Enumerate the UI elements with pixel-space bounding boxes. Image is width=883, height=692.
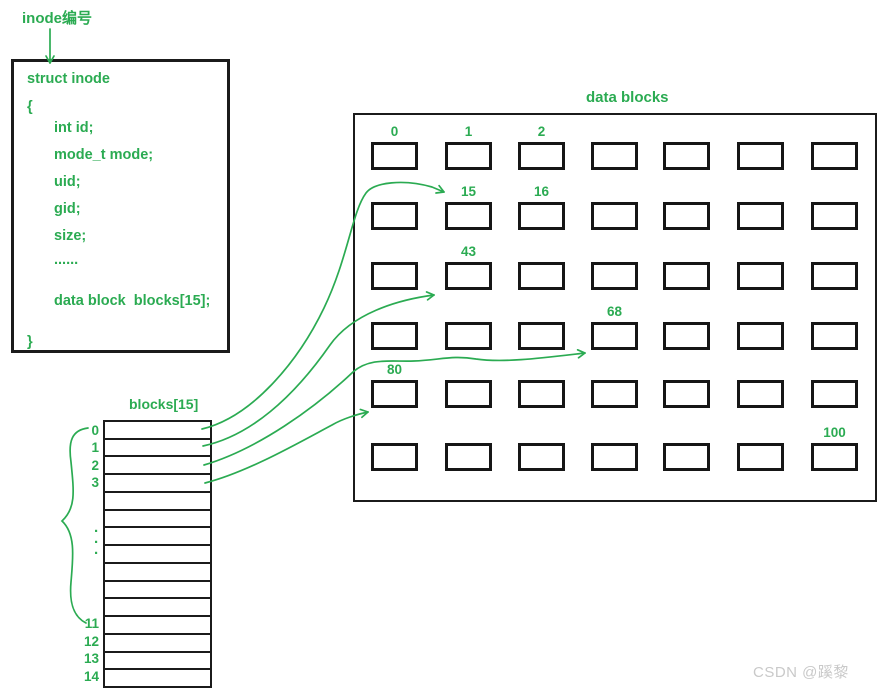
- data-block-r5c6: [811, 443, 858, 471]
- data-block-r5c3: [591, 443, 638, 471]
- struct-line-header: struct inode: [27, 71, 110, 87]
- blocks-array-cell-3: [105, 475, 210, 493]
- blocks-array-cell-11: [105, 617, 210, 635]
- blocks-array-cell-4: [105, 492, 210, 511]
- data-block-r5c5: [737, 443, 784, 471]
- data-block-r4c6: [811, 380, 858, 408]
- blocks-array-cell-12: [105, 634, 210, 653]
- struct-line-close-brace: }: [27, 334, 33, 350]
- data-block-r0c5: [737, 142, 784, 170]
- data-block-r3c5: [737, 322, 784, 350]
- blocks-array-index-0: 0: [91, 422, 99, 438]
- arrow-blocks3-to-block80: [204, 408, 369, 484]
- inode-number-label: inode编号: [22, 10, 92, 27]
- data-block-number-43: 43: [460, 244, 477, 259]
- data-block-r4c3: [591, 380, 638, 408]
- data-block-r5c4: [663, 443, 710, 471]
- struct-line-id: int id;: [54, 120, 94, 136]
- struct-line-mode: mode_t mode;: [54, 147, 154, 163]
- data-block-r3c1: [445, 322, 492, 350]
- data-block-number-15: 15: [460, 184, 477, 199]
- data-block-number-68: 68: [606, 304, 623, 319]
- data-block-r1c0: [371, 202, 418, 230]
- data-block-r3c0: [371, 322, 418, 350]
- data-block-r0c4: [663, 142, 710, 170]
- data-block-r3c2: [518, 322, 565, 350]
- ellipsis-dot: ·: [94, 523, 99, 540]
- blocks-array-cell-7: [105, 546, 210, 564]
- blocks-array-cell-14: [105, 670, 210, 687]
- blocks-array-title: blocks[15]: [129, 396, 199, 412]
- blocks-array-index-14: 14: [83, 668, 99, 684]
- data-block-r1c2: [518, 202, 565, 230]
- data-block-r4c1: [445, 380, 492, 408]
- ellipsis-dot: ·: [94, 545, 99, 562]
- data-block-r0c3: [591, 142, 638, 170]
- data-block-r2c0: [371, 262, 418, 290]
- blocks-array-index-1: 1: [91, 440, 99, 456]
- blocks-array-index-11: 11: [84, 616, 99, 632]
- data-block-r0c2: [518, 142, 565, 170]
- blocks-array-cell-8: [105, 563, 210, 582]
- blocks-array-index-2: 2: [91, 457, 99, 473]
- data-block-r0c1: [445, 142, 492, 170]
- data-block-r5c1: [445, 443, 492, 471]
- data-block-number-2: 2: [537, 124, 546, 139]
- ellipsis-dot: ·: [94, 534, 99, 551]
- data-block-r3c3: [591, 322, 638, 350]
- blocks-array-cell-13: [105, 652, 210, 671]
- blocks-array-cell-1: [105, 439, 210, 458]
- struct-line-gid: gid;: [54, 201, 81, 217]
- struct-line-blocks: data block blocks[15];: [54, 293, 211, 309]
- data-blocks-title: data blocks: [586, 89, 669, 106]
- blocks-array-index-13: 13: [83, 651, 99, 667]
- struct-line-size: size;: [54, 228, 87, 244]
- data-block-number-100: 100: [823, 425, 846, 440]
- data-block-r2c4: [663, 262, 710, 290]
- data-block-r1c5: [737, 202, 784, 230]
- blocks-array-cell-2: [105, 457, 210, 476]
- blocks-array: [103, 420, 212, 688]
- data-block-number-16: 16: [533, 184, 550, 199]
- data-block-r1c4: [663, 202, 710, 230]
- data-block-r0c0: [371, 142, 418, 170]
- data-block-r3c4: [663, 322, 710, 350]
- data-block-r4c2: [518, 380, 565, 408]
- data-block-number-0: 0: [390, 124, 399, 139]
- data-block-r2c5: [737, 262, 784, 290]
- data-block-r4c0: [371, 380, 418, 408]
- data-block-r5c2: [518, 443, 565, 471]
- blocks-array-index-3: 3: [91, 475, 99, 491]
- blocks-array-index-12: 12: [83, 633, 99, 649]
- blocks-array-cell-5: [105, 510, 210, 529]
- data-block-r5c0: [371, 443, 418, 471]
- blocks-array-cell-0: [105, 422, 210, 440]
- data-block-number-80: 80: [386, 362, 403, 377]
- data-block-r3c6: [811, 322, 858, 350]
- data-block-r1c6: [811, 202, 858, 230]
- data-block-r2c2: [518, 262, 565, 290]
- struct-line-open-brace: {: [27, 99, 33, 115]
- data-block-number-1: 1: [464, 124, 473, 139]
- struct-line-uid: uid;: [54, 174, 81, 190]
- blocks-array-cell-10: [105, 599, 210, 618]
- blocks-array-cell-9: [105, 581, 210, 600]
- data-block-r1c3: [591, 202, 638, 230]
- data-block-r1c1: [445, 202, 492, 230]
- data-block-r4c4: [663, 380, 710, 408]
- data-block-r2c6: [811, 262, 858, 290]
- blocks-array-cell-6: [105, 528, 210, 547]
- struct-line-ellipsis: ......: [54, 252, 79, 268]
- data-block-r2c3: [591, 262, 638, 290]
- data-block-r2c1: [445, 262, 492, 290]
- struct-inode-box: struct inode { int id; mode_t mode; uid;…: [11, 59, 230, 353]
- data-block-r0c6: [811, 142, 858, 170]
- watermark: CSDN @蹊黎: [753, 664, 849, 681]
- data-block-r4c5: [737, 380, 784, 408]
